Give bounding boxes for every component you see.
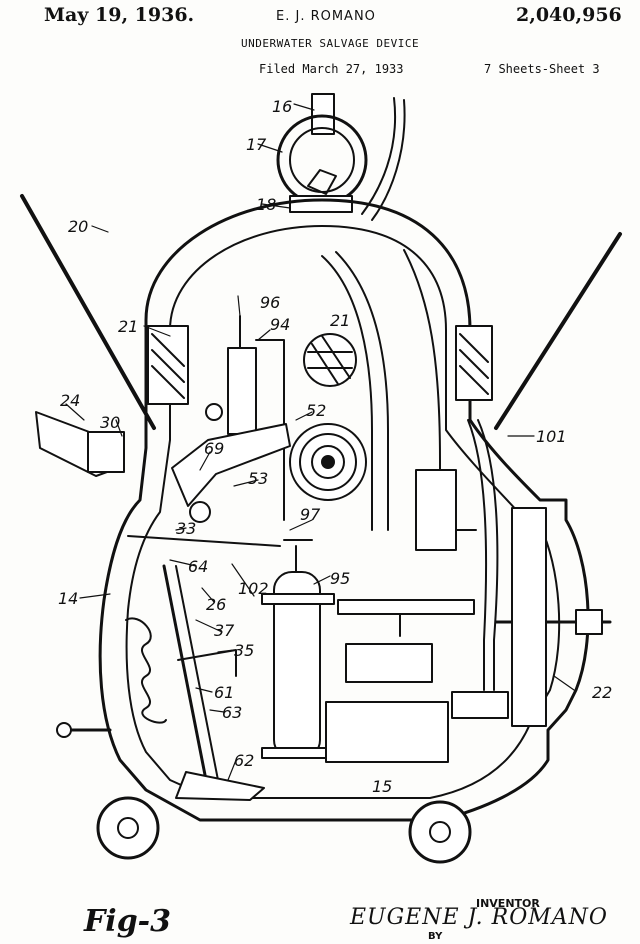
ref-14: 14 xyxy=(58,589,78,608)
upper-tank-pipe xyxy=(239,315,285,521)
ref-15: 15 xyxy=(372,777,392,796)
control-lever xyxy=(162,564,208,782)
ring-mount xyxy=(289,195,353,213)
ref-101: 101 xyxy=(536,427,567,446)
gauge xyxy=(205,403,223,421)
rear-hatch xyxy=(511,507,547,727)
wheel-front-hub xyxy=(117,817,139,839)
ring-pin xyxy=(307,169,337,195)
pipe-center xyxy=(321,255,373,531)
bolt-nut xyxy=(575,609,603,635)
blower-hub xyxy=(311,445,345,479)
hull-outer xyxy=(98,198,590,822)
ref-63: 63 xyxy=(222,703,242,722)
inventor-signature: EUGENE J. ROMANO xyxy=(350,905,608,930)
cylinder-valve xyxy=(283,539,313,573)
ref-37: 37 xyxy=(214,621,235,640)
porthole-left-hatch xyxy=(151,333,185,399)
porthole-right-hatch xyxy=(459,333,489,395)
ref-24: 24 xyxy=(60,391,80,410)
ref-17: 17 xyxy=(246,135,267,154)
control-lever-edge xyxy=(175,565,219,781)
figure-label: Fig-3 xyxy=(84,904,171,939)
pipe-right xyxy=(403,249,477,531)
ref-61: 61 xyxy=(214,683,234,702)
ref-21-front: 21 xyxy=(330,311,350,330)
air-hose-edge xyxy=(371,99,406,221)
patent-number: 2,040,956 xyxy=(516,4,622,26)
ref-30: 30 xyxy=(100,413,120,432)
filing-date: Filed March 27, 1933 xyxy=(259,62,404,76)
inventor-label: INVENTOR xyxy=(476,897,540,910)
ref-20: 20 xyxy=(68,217,88,236)
handle-knob xyxy=(56,722,72,738)
ref-102: 102 xyxy=(238,579,269,598)
arm-pivot xyxy=(189,501,211,523)
cylinder-strap-top xyxy=(261,593,335,605)
pipe-outlet xyxy=(477,419,499,691)
ref-21-left: 21 xyxy=(118,317,138,336)
arm-left xyxy=(20,194,156,430)
ref-94: 94 xyxy=(270,315,290,334)
ref-18: 18 xyxy=(256,195,276,214)
hull-inner xyxy=(125,225,561,799)
ref-64: 64 xyxy=(188,557,208,576)
blower-axle xyxy=(321,455,335,469)
lever-rod xyxy=(127,535,281,547)
ref-33: 33 xyxy=(176,519,196,538)
arm-right xyxy=(494,232,622,430)
motor-box xyxy=(451,691,509,719)
wheel-front xyxy=(96,796,160,860)
ref-26: 26 xyxy=(206,595,226,614)
wheel-rear xyxy=(408,800,472,864)
duct-housing xyxy=(415,469,457,551)
grapple-clamp xyxy=(87,431,125,473)
ref-22: 22 xyxy=(592,683,612,702)
ref-95: 95 xyxy=(330,569,350,588)
porthole-front xyxy=(303,333,357,387)
leader-lines xyxy=(65,103,575,781)
control-panel xyxy=(345,643,433,683)
porthole-front-hatch xyxy=(307,335,353,385)
patent-title: UNDERWATER SALVAGE DEVICE xyxy=(241,37,420,50)
ref-97: 97 xyxy=(300,505,321,524)
lever-bracket xyxy=(177,649,237,677)
ref-53: 53 xyxy=(248,469,268,488)
lifting-cable xyxy=(311,93,335,135)
pipe-center-edge xyxy=(335,251,389,531)
shelf xyxy=(337,599,475,615)
ref-96: 96 xyxy=(260,293,280,312)
ref-35: 35 xyxy=(234,641,254,660)
pipe-outlet-edge xyxy=(467,419,488,691)
lever-spring xyxy=(125,617,167,724)
cylinder-strap-bottom xyxy=(261,747,335,759)
upper-tank xyxy=(227,347,257,435)
ref-16: 16 xyxy=(272,97,292,116)
ref-62: 62 xyxy=(234,751,254,770)
lifting-ring-inner xyxy=(289,127,355,193)
inventor-name: E. J. ROMANO xyxy=(276,9,376,24)
attorney-by-label: BY xyxy=(428,931,443,942)
patent-date: May 19, 1936. xyxy=(44,4,195,26)
arm-linkage xyxy=(171,423,291,507)
wheel-rear-hub xyxy=(429,821,451,843)
sheet-number: 7 Sheets-Sheet 3 xyxy=(484,62,600,76)
ref-69: 69 xyxy=(204,439,224,458)
battery-box xyxy=(325,701,449,763)
blower-ring xyxy=(299,433,357,491)
ref-52: 52 xyxy=(306,401,326,420)
pedal xyxy=(175,771,265,801)
